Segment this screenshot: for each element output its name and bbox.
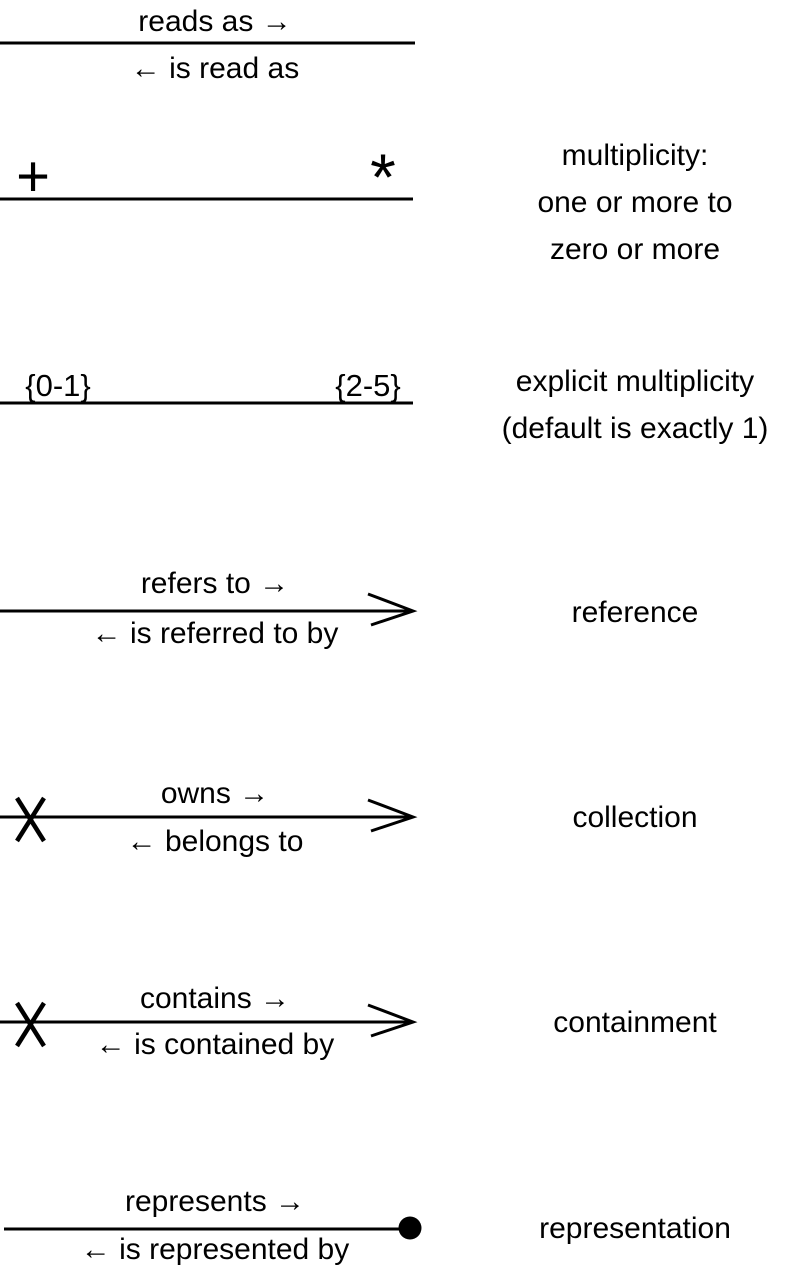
right-multiplicity-marker: {2-5} [335,368,401,403]
arrowhead-icon [367,592,418,627]
collection-description: collection [572,801,698,834]
arrowhead-icon [367,798,418,833]
asterisk-marker: * [370,140,396,214]
belongs-to-label: ← belongs to [126,825,304,858]
reference-description: reference [571,596,699,629]
plus-marker: + [16,144,50,209]
refers-to-label: refers to → [140,567,290,600]
is-represented-by-label: ← is represented by [80,1233,350,1266]
x-marker-icon [15,1001,46,1048]
x-marker-icon [15,796,46,843]
arrowhead-icon [367,1003,418,1038]
owns-label: owns → [160,777,270,810]
is-referred-to-by-label: ← is referred to by [91,617,339,650]
is-contained-by-label: ← is contained by [95,1028,335,1061]
explicit-multiplicity-description: explicit multiplicity (default is exactl… [501,365,769,445]
containment-description: containment [553,1006,717,1039]
representation-description: representation [539,1212,731,1245]
is-read-as-label: ← is read as [130,52,300,85]
reads-as-label: reads as → [138,5,292,38]
represents-label: represents → [124,1185,306,1218]
dot-marker-icon [398,1216,422,1240]
contains-label: contains → [139,982,291,1015]
multiplicity-description: multiplicity: one or more to zero or mor… [537,139,733,266]
left-multiplicity-marker: {0-1} [25,368,91,403]
